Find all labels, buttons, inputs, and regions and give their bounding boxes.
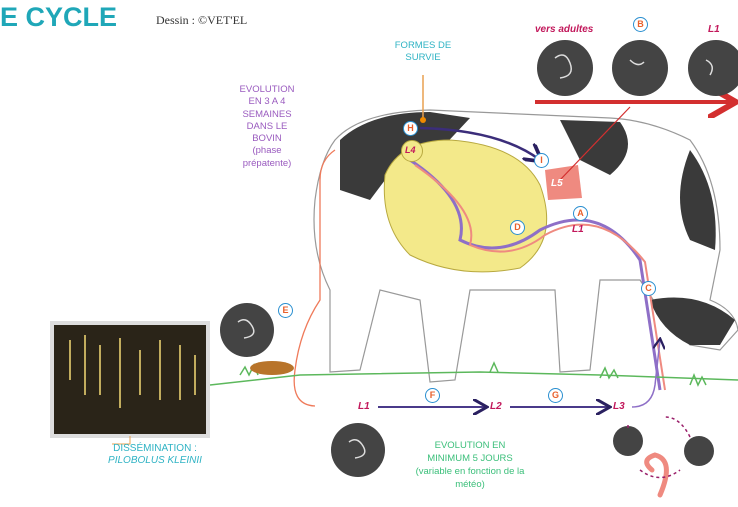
eggs-circle bbox=[612, 40, 668, 96]
cow-patch bbox=[680, 150, 716, 250]
ground-evolution-label: EVOLUTION EN MINIMUM 5 JOURS (variable e… bbox=[410, 439, 530, 491]
larvae-circle-l1 bbox=[331, 423, 385, 477]
larvae-circle-e bbox=[220, 303, 274, 357]
l1-larvae-circle bbox=[688, 40, 738, 96]
migration-path bbox=[419, 126, 540, 160]
top-l1-label: L1 bbox=[708, 24, 720, 35]
adult-worms-label: vers adultes bbox=[535, 24, 594, 35]
drawing-credit: Dessin : ©VET'EL bbox=[156, 13, 248, 27]
earthworm bbox=[644, 452, 669, 498]
marker-d: D bbox=[510, 220, 525, 235]
text-line: MINIMUM 5 JOURS bbox=[427, 453, 513, 464]
text-line: EN 3 A 4 bbox=[248, 96, 286, 108]
adult-worms-circle bbox=[537, 40, 593, 96]
marker-h: H bbox=[403, 121, 418, 136]
grass bbox=[239, 361, 707, 387]
page-title: E CYCLE bbox=[0, 2, 118, 32]
cow-patch bbox=[650, 297, 735, 345]
dissemination-label: DISSÉMINATION : PILOBOLUS KLEINII bbox=[80, 443, 230, 467]
marker-g: G bbox=[548, 388, 563, 403]
stage-l1-gut: L1 bbox=[572, 224, 584, 235]
stage-l1: L1 bbox=[358, 401, 370, 412]
arrow-l3-ingestion bbox=[631, 340, 660, 408]
text-line: DANS LE bbox=[246, 120, 288, 132]
text-line: FORMES DE bbox=[394, 40, 452, 51]
marker-c: C bbox=[641, 281, 656, 296]
text-line: (phase bbox=[252, 145, 282, 157]
marker-e: E bbox=[278, 303, 293, 318]
marker-i: I bbox=[534, 153, 549, 168]
marker-f: F bbox=[425, 388, 440, 403]
stage-l4-badge: L4 bbox=[401, 140, 423, 162]
cow-patch bbox=[560, 120, 628, 175]
text-line: SURVIE bbox=[405, 52, 441, 63]
red-pointer bbox=[559, 106, 631, 181]
larvae-circle-l3a bbox=[613, 426, 643, 456]
text-line: DISSÉMINATION : bbox=[113, 443, 197, 454]
stage-l2: L2 bbox=[490, 401, 502, 412]
dung-pat bbox=[250, 361, 294, 375]
intestine-path bbox=[409, 158, 662, 391]
bovine-evolution-label: EVOLUTION EN 3 A 4 SEMAINES DANS LE BOVI… bbox=[230, 84, 304, 170]
lung-l5 bbox=[545, 165, 582, 200]
marker-a: A bbox=[573, 206, 588, 221]
larvae-circle-l3b bbox=[684, 436, 714, 466]
stage-l3: L3 bbox=[613, 401, 625, 412]
intestine-path bbox=[414, 164, 666, 391]
text-line: prépatente) bbox=[242, 157, 292, 169]
pilobolus-photo bbox=[50, 321, 210, 438]
text-line: (variable en fonction de la bbox=[415, 466, 525, 477]
ground-line bbox=[209, 371, 738, 386]
text-line: EVOLUTION bbox=[239, 84, 295, 95]
stage-l4: L4 bbox=[405, 145, 416, 155]
stage-l5: L5 bbox=[551, 178, 563, 189]
marker-b: B bbox=[633, 17, 648, 32]
text-line: BOVIN bbox=[252, 133, 282, 145]
text-line: SEMAINES bbox=[242, 108, 292, 120]
text-line: météo) bbox=[455, 479, 485, 490]
fecal-path bbox=[293, 149, 336, 407]
text-line: EVOLUTION EN bbox=[434, 440, 506, 451]
species-name: PILOBOLUS KLEINII bbox=[108, 455, 202, 466]
